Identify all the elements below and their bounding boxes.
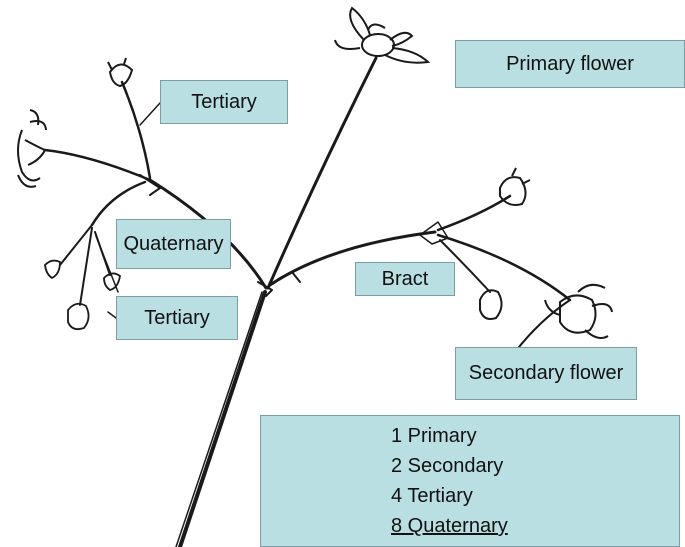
primary-flower-drawing xyxy=(334,6,431,64)
legend-box: 1 Primary 2 Secondary 4 Tertiary 8 Quate… xyxy=(260,415,680,547)
main-stem xyxy=(178,290,267,547)
legend-item-quaternary: 8 Quaternary xyxy=(391,515,508,537)
tertiary-label-bottom: Tertiary xyxy=(116,296,238,340)
secondary-flower-label: Secondary flower xyxy=(455,347,637,400)
legend-item-primary: 1 Primary xyxy=(391,425,477,447)
tertiary-label-top: Tertiary xyxy=(160,80,288,124)
secondary-flower-drawing xyxy=(544,283,613,339)
legend-item-secondary: 2 Secondary xyxy=(391,455,504,477)
primary-stalk xyxy=(266,56,378,290)
legend-item-tertiary: 4 Tertiary xyxy=(391,485,473,507)
bract-label: Bract xyxy=(355,262,455,296)
quaternary-label: Quaternary xyxy=(116,219,231,269)
primary-flower-label: Primary flower xyxy=(455,40,685,88)
